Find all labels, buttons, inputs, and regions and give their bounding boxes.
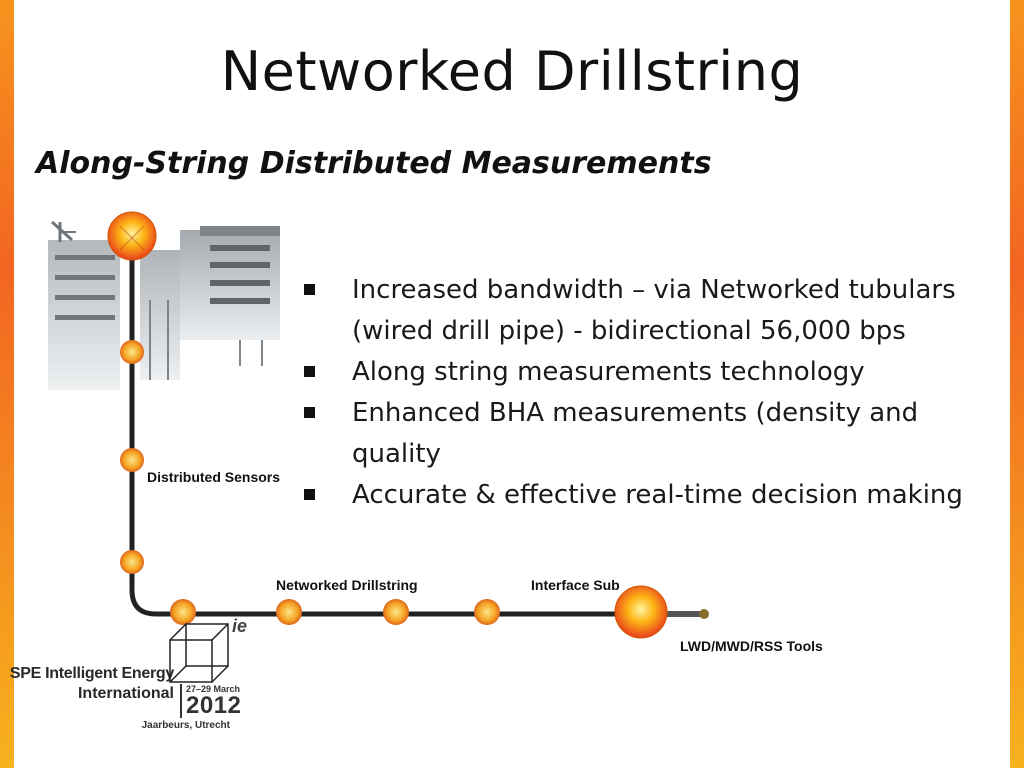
slide-edge-left <box>0 0 14 768</box>
bullet-item: Enhanced BHA measurements (density and q… <box>300 393 1012 475</box>
sensor-node-icon <box>120 550 144 574</box>
logo-line-2: International <box>77 685 174 702</box>
bullet-square-icon <box>304 284 315 295</box>
slide-title: Networked Drillstring <box>220 40 804 103</box>
drill-bit-icon <box>699 609 709 619</box>
label-distributed-sensors: Distributed Sensors <box>147 469 281 485</box>
bullet-square-icon <box>304 366 315 377</box>
label-interface-sub: Interface Sub <box>531 577 620 593</box>
logo-line-1: SPE Intelligent Energy <box>9 665 174 682</box>
event-logo-text: SPE Intelligent Energy International <box>6 664 174 704</box>
bullet-list: Increased bandwidth – via Networked tubu… <box>300 270 1012 516</box>
bullet-text: Accurate & effective real-time decision … <box>352 480 963 510</box>
sensor-node-icon <box>170 599 196 625</box>
slide-subtitle: Along-String Distributed Measurements <box>36 146 712 181</box>
sensor-node-icon <box>474 599 500 625</box>
logo-place: Jaarbeurs, Utrecht <box>141 720 230 731</box>
logo-cube-icon <box>169 623 229 683</box>
label-tools: LWD/MWD/RSS Tools <box>680 638 823 654</box>
event-date-block: 27–29 March 2012 <box>180 684 241 718</box>
logo-year: 2012 <box>186 692 242 719</box>
drill-pipe <box>129 233 643 617</box>
surface-sensor-icon <box>107 211 157 261</box>
bullet-item: Along string measurements technology <box>300 352 1012 393</box>
offshore-rig-illustration <box>48 220 280 390</box>
bullet-item: Accurate & effective real-time decision … <box>300 475 1012 516</box>
interface-sub-icon <box>614 585 668 639</box>
label-networked-drillstring: Networked Drillstring <box>276 577 418 593</box>
bullet-text: Enhanced BHA measurements (density and q… <box>352 398 919 469</box>
logo-dates: 27–29 March <box>186 684 241 694</box>
bullet-text: Increased bandwidth – via Networked tubu… <box>352 275 956 346</box>
slide-edge-right <box>1010 0 1024 768</box>
bullet-item: Increased bandwidth – via Networked tubu… <box>300 270 1012 352</box>
sensor-node-icon <box>276 599 302 625</box>
bullet-square-icon <box>304 489 315 500</box>
logo-ie-mark: ie <box>232 616 248 636</box>
sensor-node-icon <box>383 599 409 625</box>
bullet-square-icon <box>304 407 315 418</box>
bullet-text: Along string measurements technology <box>352 357 865 387</box>
sensor-node-icon <box>120 448 144 472</box>
sensor-node-icon <box>120 340 144 364</box>
